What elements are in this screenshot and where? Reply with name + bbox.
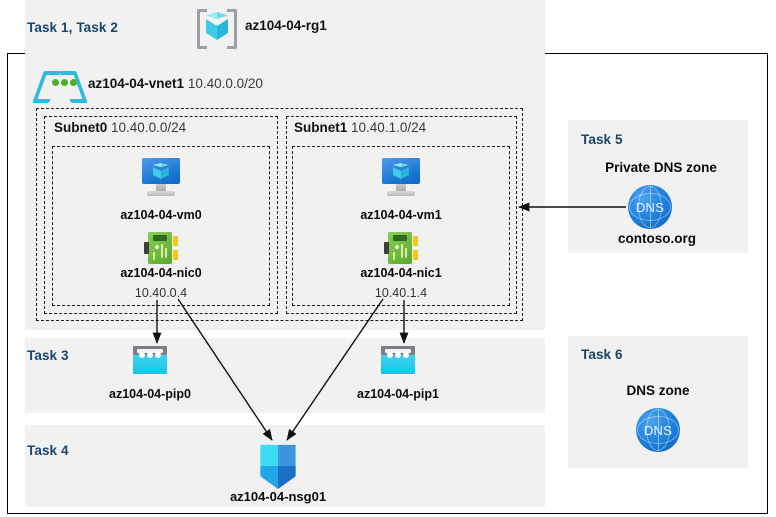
- network-interface-icon[interactable]: [384, 232, 418, 264]
- pip-0-label: az104-04-pip0: [109, 387, 191, 401]
- subnet-0-boundary: [44, 116, 278, 314]
- network-interface-icon[interactable]: [144, 232, 178, 264]
- nic-0-ip: 10.40.0.4: [134, 286, 188, 300]
- virtual-machine-icon[interactable]: [140, 158, 182, 198]
- virtual-network-icon: [32, 70, 88, 103]
- public-ip-icon[interactable]: [381, 346, 415, 374]
- dns-zone-icon[interactable]: DNS: [628, 185, 672, 229]
- vm-1-label: az104-04-vm1: [360, 208, 442, 222]
- subnet-0-header: Subnet0 10.40.0.0/24: [54, 120, 187, 135]
- private-dns-zone-name: contoso.org: [618, 231, 696, 246]
- private-dns-zone-heading: Private DNS zone: [605, 160, 717, 175]
- subnet-1-boundary: [286, 116, 517, 314]
- vnet-header: az104-04-vnet1 10.40.0.0/20: [88, 76, 263, 91]
- subnet-0-resource-box: [52, 146, 270, 306]
- nic-1-label: az104-04-nic1: [360, 266, 442, 280]
- dns-icon-text: DNS: [643, 422, 673, 438]
- dns-icon-text: DNS: [635, 199, 665, 215]
- task-label-3: Task 3: [27, 348, 69, 363]
- subnet-1-header: Subnet1 10.40.1.0/24: [294, 120, 427, 135]
- public-ip-panel: [25, 338, 545, 413]
- resource-group-icon: [197, 6, 237, 49]
- vnet-panel: [25, 53, 545, 330]
- nic-0-label: az104-04-nic0: [120, 266, 202, 280]
- pip-1-label: az104-04-pip1: [357, 387, 439, 401]
- vm-0-label: az104-04-vm0: [120, 208, 202, 222]
- public-ip-icon[interactable]: [133, 346, 167, 374]
- subnet-1-resource-box: [292, 146, 510, 306]
- resource-group-panel: [25, 0, 545, 53]
- resource-group-name: az104-04-rg1: [245, 18, 327, 33]
- task-label-5: Task 5: [581, 132, 623, 147]
- virtual-machine-icon[interactable]: [380, 158, 422, 198]
- dns-zone-heading: DNS zone: [626, 383, 690, 398]
- task-label-4: Task 4: [27, 443, 69, 458]
- dns-zone-icon[interactable]: DNS: [636, 408, 680, 452]
- network-security-group-icon[interactable]: [258, 443, 298, 489]
- vnet-boundary: [36, 108, 523, 321]
- nic-1-ip: 10.40.1.4: [374, 286, 428, 300]
- task-label-1-2: Task 1, Task 2: [27, 20, 118, 35]
- task-label-6: Task 6: [581, 347, 623, 362]
- nsg-label: az104-04-nsg01: [229, 489, 327, 504]
